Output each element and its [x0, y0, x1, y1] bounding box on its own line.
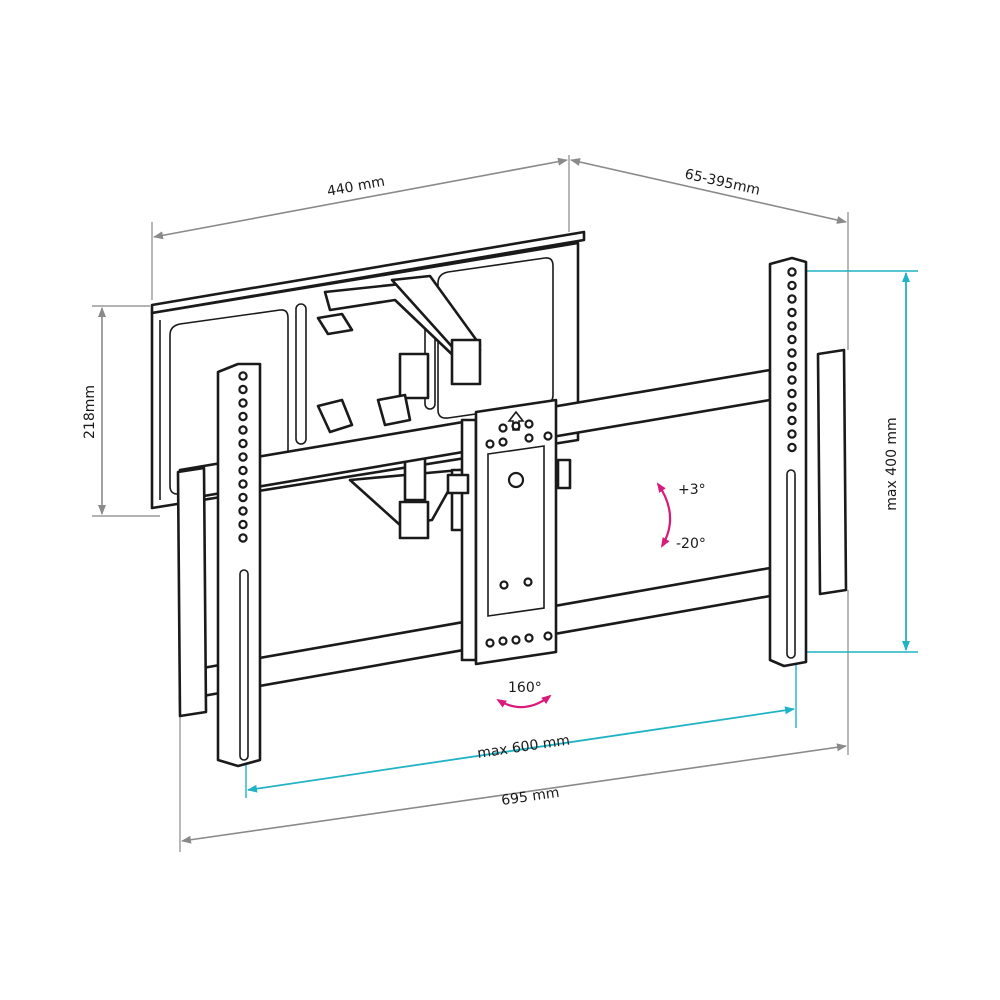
mounting-hole	[238, 452, 248, 462]
label-max-400: max 400 mm	[884, 417, 900, 510]
mounting-hole	[787, 361, 797, 372]
mounting-hole	[787, 321, 797, 331]
mounting-hole	[238, 479, 248, 489]
mounting-hole	[787, 429, 797, 439]
mounting-hole	[238, 425, 248, 435]
mounting-hole	[787, 267, 797, 277]
left-vertical-bar	[176, 362, 262, 768]
mounting-hole	[238, 465, 248, 476]
mounting-hole	[787, 294, 797, 304]
center-tilt-bracket	[446, 398, 572, 666]
mounting-hole	[238, 506, 248, 516]
label-218: 218mm	[82, 385, 98, 439]
dimension-218	[92, 305, 160, 517]
mounting-hole	[238, 411, 248, 422]
mounting-hole	[787, 415, 797, 426]
tilt-angle-indicator	[656, 482, 672, 548]
label-swivel: 160°	[508, 680, 542, 696]
mounting-hole	[787, 402, 797, 412]
right-vertical-bar	[768, 256, 848, 668]
label-tilt-up: +3°	[678, 482, 706, 498]
right-bar-holes	[787, 267, 797, 453]
mounting-hole	[238, 519, 248, 530]
dimension-440	[151, 155, 570, 300]
mounting-hole	[238, 398, 248, 408]
swivel-angle-indicator	[496, 694, 552, 709]
mounting-hole	[787, 334, 797, 345]
mounting-hole	[787, 348, 797, 358]
mounting-hole	[787, 442, 797, 453]
mounting-hole	[787, 280, 797, 291]
dimension-max-400	[796, 270, 918, 653]
mounting-hole	[238, 371, 248, 381]
label-max-600: max 600 mm	[476, 732, 571, 761]
mounting-hole	[238, 533, 248, 543]
mounting-hole	[238, 492, 248, 503]
dimension-extension	[570, 158, 849, 350]
mounting-hole	[787, 388, 797, 399]
mounting-hole	[238, 438, 248, 449]
label-695: 695 mm	[500, 785, 560, 809]
left-bar-holes	[238, 371, 248, 543]
up-arrow-icon	[507, 410, 525, 431]
mounting-hole	[238, 384, 248, 395]
label-tilt-down: -20°	[676, 536, 706, 552]
mounting-hole	[787, 307, 797, 318]
mounting-hole	[787, 375, 797, 385]
